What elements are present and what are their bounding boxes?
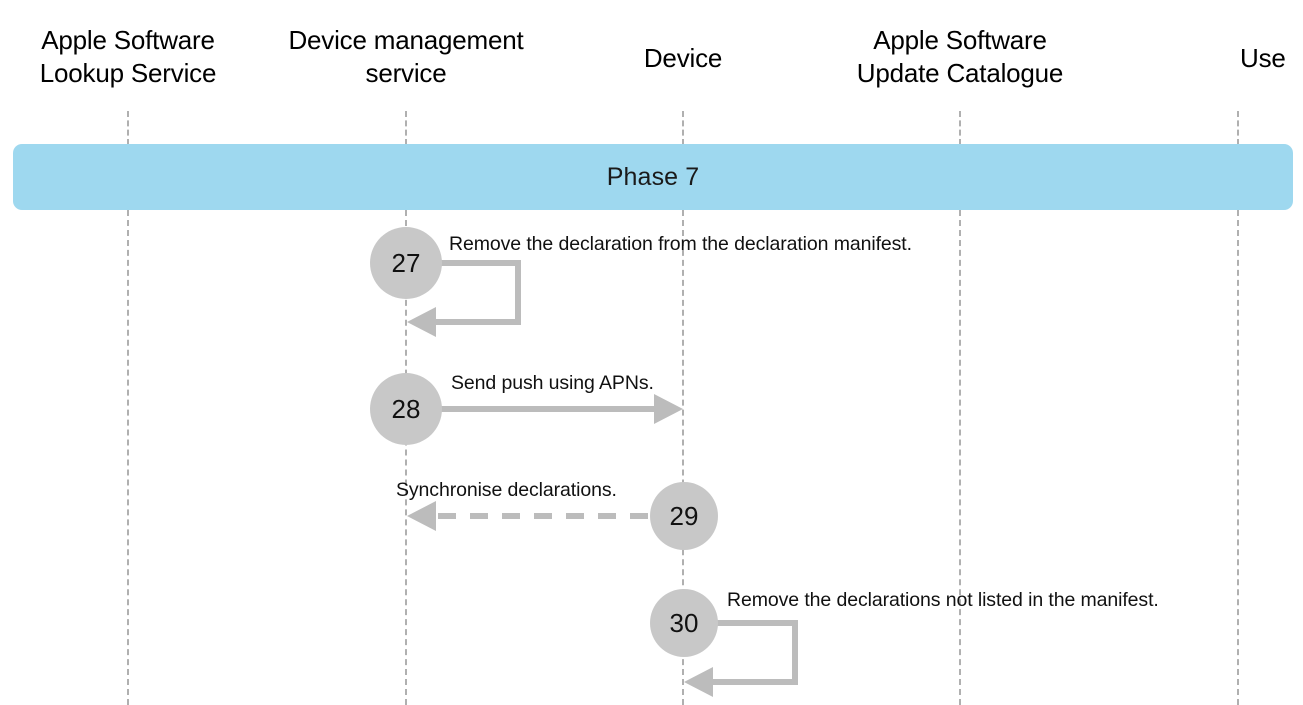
phase-banner: Phase 7 (13, 144, 1293, 210)
lifeline-catalogue (959, 210, 961, 705)
step-circle-27: 27 (370, 227, 442, 299)
step-circle-29: 29 (650, 482, 718, 550)
lifeline-dms (405, 210, 407, 705)
step-circle-28: 28 (370, 373, 442, 445)
participant-header-lookup: Apple Software Lookup Service (39, 25, 217, 88)
step-circle-30: 30 (650, 589, 718, 657)
arrowhead-27 (407, 307, 436, 337)
lifeline-lookup-top (127, 111, 129, 145)
message-line-29 (407, 501, 648, 531)
message-label-27: Remove the declaration from the declarat… (449, 233, 912, 255)
participant-header-dms: Device management service (288, 25, 524, 88)
participant-header-device: Device (643, 43, 723, 73)
lifeline-dms-top (405, 111, 407, 145)
lifeline-catalogue-top (959, 111, 961, 145)
step-number-28: 28 (391, 393, 421, 424)
arrowhead-29 (407, 501, 436, 531)
arrowhead-28 (654, 394, 683, 424)
step-number-30: 30 (669, 607, 699, 638)
message-line-28 (440, 394, 683, 424)
step-number-27: 27 (391, 247, 421, 278)
step-number-29: 29 (669, 500, 699, 531)
lifeline-user-top (1237, 111, 1239, 145)
arrowhead-30 (684, 667, 713, 697)
message-label-28: Send push using APNs. (451, 372, 654, 394)
phase-banner-label: Phase 7 (606, 162, 700, 191)
lifeline-lookup (127, 210, 129, 705)
lifeline-device (682, 210, 684, 705)
lifeline-device-top (682, 111, 684, 145)
participant-header-user: Use (1240, 43, 1286, 73)
message-label-30: Remove the declarations not listed in th… (727, 589, 1159, 611)
message-label-29: Synchronise declarations. (396, 479, 617, 501)
participant-header-catalogue: Apple Software Update Catalogue (856, 25, 1064, 88)
lifeline-user (1237, 210, 1239, 705)
